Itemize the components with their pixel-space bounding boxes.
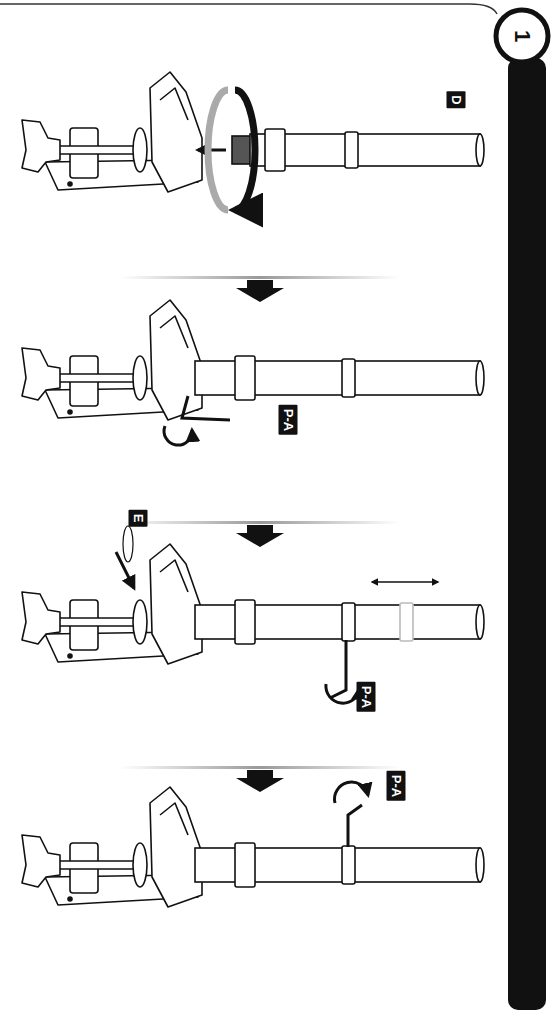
tool-label: P-A xyxy=(387,771,406,801)
part-label: D xyxy=(447,91,466,108)
tool-label: P-A xyxy=(279,405,298,435)
part-label: E xyxy=(129,510,148,527)
tool-label: P-A xyxy=(357,682,376,712)
page-number: 1 xyxy=(511,30,533,42)
